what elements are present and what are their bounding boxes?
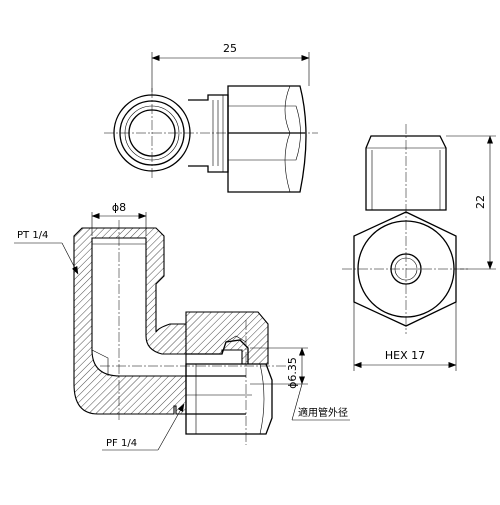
bore-dimension: ϕ8 [91, 201, 147, 236]
tube-od-dimension: ϕ6.35 適用管外径 [250, 347, 350, 421]
top-view: 25 [104, 42, 318, 193]
label-pf-thread: PF 1/4 [106, 438, 137, 449]
side-view: 22 HEX 17 [342, 124, 496, 371]
dim-hex-size: HEX 17 [385, 349, 425, 362]
pt-thread-callout: PT 1/4 [14, 230, 79, 275]
dim-tube-diameter: ϕ6.35 [286, 357, 299, 389]
label-tube-od-note: 適用管外径 [298, 406, 348, 419]
label-pt-thread: PT 1/4 [17, 230, 48, 241]
pf-thread-callout: PF 1/4 [102, 403, 185, 451]
dim-overall-length: 25 [223, 42, 237, 55]
dim-bore-diameter: ϕ8 [112, 201, 126, 214]
dim-height: 22 [474, 195, 487, 209]
section-view [73, 220, 288, 445]
